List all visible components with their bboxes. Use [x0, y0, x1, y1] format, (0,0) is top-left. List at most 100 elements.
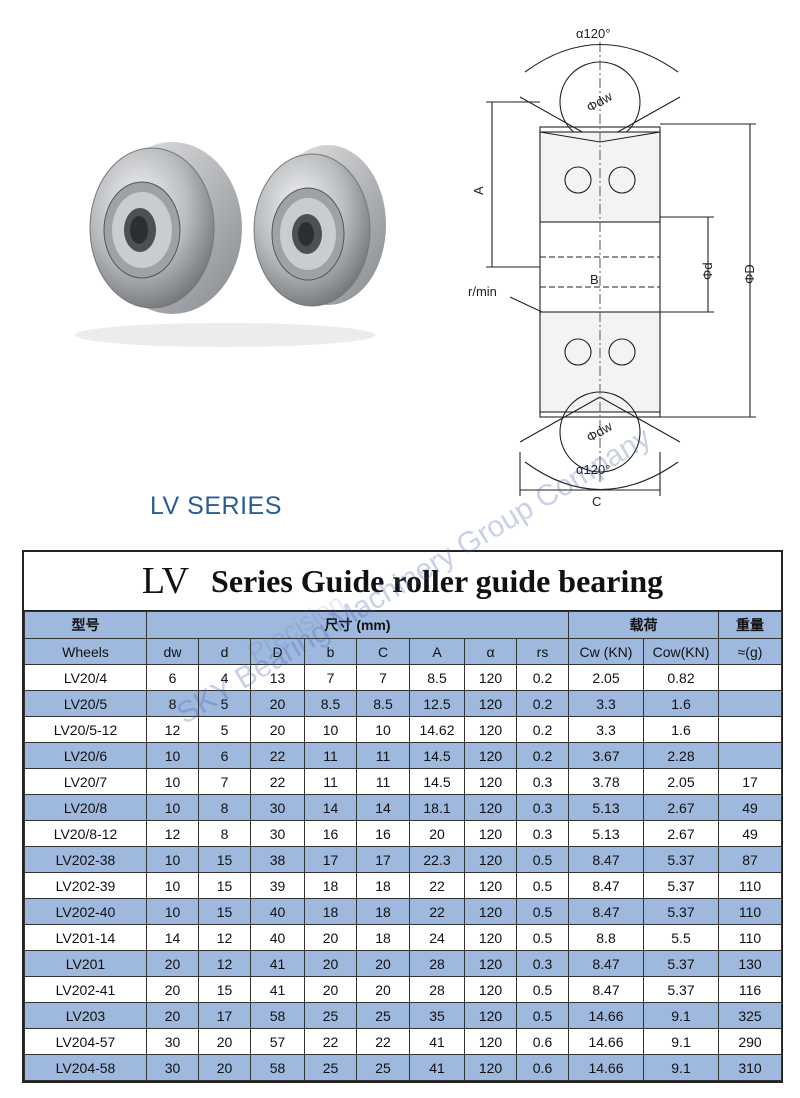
value-cell: 22 — [250, 742, 305, 769]
value-cell: 0.2 — [516, 664, 569, 691]
value-cell — [718, 690, 782, 717]
value-cell: 20 — [198, 1054, 251, 1081]
model-cell: LV202-39 — [24, 872, 147, 899]
value-cell: 40 — [250, 898, 305, 925]
value-cell: 3.3 — [568, 690, 644, 717]
value-cell: 9.1 — [643, 1054, 719, 1081]
dimension-B-label: B — [590, 272, 599, 287]
value-cell: 57 — [250, 1028, 305, 1055]
bearing-product-photo — [75, 142, 386, 347]
value-cell: 120 — [464, 794, 517, 821]
column-header: Cow(KN) — [643, 638, 719, 665]
value-cell: 24 — [409, 924, 465, 951]
value-cell: 14 — [304, 794, 357, 821]
column-header: dw — [146, 638, 199, 665]
value-cell: 2.67 — [643, 794, 719, 821]
angle-bottom-label: α120° — [576, 462, 610, 477]
model-cell: LV204-57 — [24, 1028, 147, 1055]
value-cell: 120 — [464, 924, 517, 951]
value-cell: 16 — [356, 820, 410, 847]
value-cell: 20 — [250, 690, 305, 717]
model-cell: LV204-58 — [24, 1054, 147, 1081]
value-cell: 1.6 — [643, 690, 719, 717]
value-cell: 120 — [464, 664, 517, 691]
model-cell: LV20/5 — [24, 690, 147, 717]
value-cell: 0.5 — [516, 924, 569, 951]
value-cell: 120 — [464, 1028, 517, 1055]
value-cell: 87 — [718, 846, 782, 873]
model-cell: LV20/6 — [24, 742, 147, 769]
value-cell: 8.47 — [568, 898, 644, 925]
value-cell: 30 — [250, 820, 305, 847]
value-cell: 0.2 — [516, 690, 569, 717]
value-cell: 8.47 — [568, 872, 644, 899]
model-cell: LV201-14 — [24, 924, 147, 951]
value-cell: 8 — [198, 794, 251, 821]
model-cell: LV202-40 — [24, 898, 147, 925]
value-cell: 8.5 — [304, 690, 357, 717]
model-cell: LV20/4 — [24, 664, 147, 691]
model-cell: LV20/8 — [24, 794, 147, 821]
value-cell: 18 — [304, 872, 357, 899]
value-cell: 6 — [198, 742, 251, 769]
value-cell: 12 — [198, 950, 251, 977]
value-cell: 20 — [409, 820, 465, 847]
value-cell: 22 — [409, 898, 465, 925]
value-cell: 0.3 — [516, 794, 569, 821]
value-cell: 120 — [464, 976, 517, 1003]
table-title-lv: LV — [141, 560, 190, 602]
group-header-row: 型号 尺寸 (mm) 载荷 重量 — [24, 611, 782, 639]
bore-diameter-label: Φd — [700, 262, 715, 280]
value-cell: 7 — [304, 664, 357, 691]
value-cell: 7 — [198, 768, 251, 795]
value-cell: 9.1 — [643, 1028, 719, 1055]
value-cell: 120 — [464, 820, 517, 847]
column-header: d — [198, 638, 251, 665]
value-cell — [718, 742, 782, 769]
value-cell: 9.1 — [643, 1002, 719, 1029]
value-cell: 10 — [304, 716, 357, 743]
value-cell: 8 — [198, 820, 251, 847]
model-cell: LV20/7 — [24, 768, 147, 795]
value-cell: 10 — [146, 794, 199, 821]
angle-top-label: α120° — [576, 26, 610, 41]
value-cell: 25 — [356, 1002, 410, 1029]
value-cell: 20 — [146, 950, 199, 977]
value-cell: 0.5 — [516, 1002, 569, 1029]
value-cell: 8.5 — [356, 690, 410, 717]
value-cell: 110 — [718, 872, 782, 899]
value-cell: 0.3 — [516, 768, 569, 795]
value-cell: 14 — [356, 794, 410, 821]
bearing-technical-drawing: α120° Φdw A B Φd ΦD r/min Φdw α120° C — [468, 26, 757, 509]
value-cell: 18 — [356, 872, 410, 899]
value-cell: 2.28 — [643, 742, 719, 769]
value-cell: 7 — [356, 664, 410, 691]
value-cell: 20 — [304, 924, 357, 951]
value-cell: 120 — [464, 1054, 517, 1081]
value-cell — [718, 716, 782, 743]
value-cell: 28 — [409, 976, 465, 1003]
value-cell: 14.5 — [409, 742, 465, 769]
value-cell: 39 — [250, 872, 305, 899]
value-cell: 0.5 — [516, 898, 569, 925]
value-cell: 49 — [718, 794, 782, 821]
value-cell: 20 — [356, 950, 410, 977]
value-cell: 12 — [146, 820, 199, 847]
value-cell: 5.37 — [643, 898, 719, 925]
value-cell: 120 — [464, 742, 517, 769]
value-cell: 5.13 — [568, 820, 644, 847]
value-cell: 120 — [464, 768, 517, 795]
value-cell: 38 — [250, 846, 305, 873]
value-cell: 0.5 — [516, 846, 569, 873]
value-cell: 20 — [146, 1002, 199, 1029]
value-cell: 41 — [409, 1054, 465, 1081]
value-cell: 25 — [304, 1002, 357, 1029]
value-cell: 12.5 — [409, 690, 465, 717]
